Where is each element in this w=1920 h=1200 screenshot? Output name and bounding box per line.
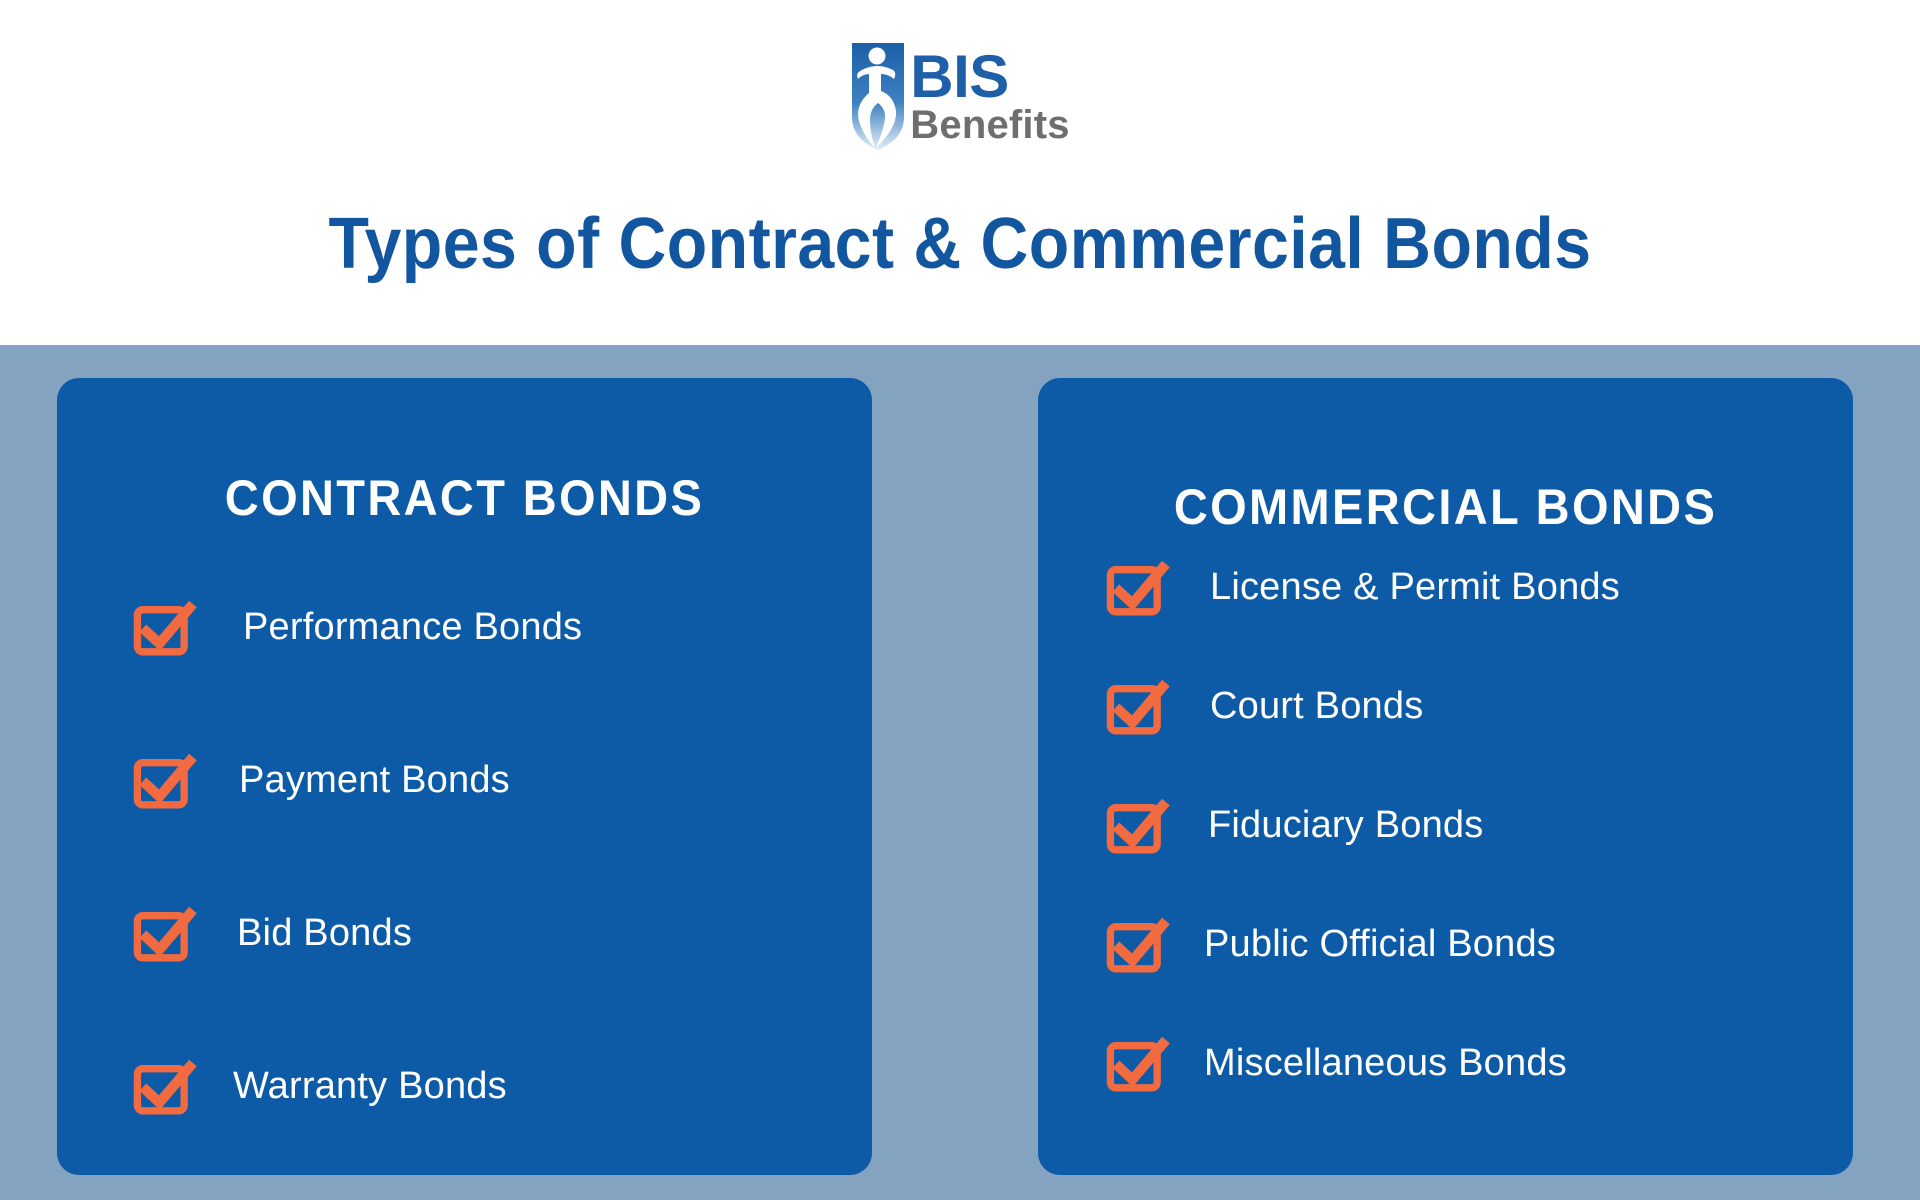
list-item-label: Bid Bonds [237,912,413,954]
checked-checkbox-icon [1106,798,1170,853]
list-item-label: Performance Bonds [243,606,583,648]
card-title-commercial-bonds: COMMERCIAL BONDS [1173,478,1718,535]
card-commercial-bonds: COMMERCIAL BONDS License & Permit Bonds [1038,378,1853,1175]
page-title: Types of Contract & Commercial Bonds [328,204,1592,285]
checked-checkbox-icon [1106,679,1170,734]
checked-checkbox-icon [133,1059,197,1114]
list-item[interactable]: License & Permit Bonds [1038,528,1853,647]
cards-container: CONTRACT BONDS Performance Bonds [0,345,1920,1200]
list-item[interactable]: Warranty Bonds [57,1010,872,1163]
brand-logo: BIS Benefits [0,42,1920,152]
list-item[interactable]: Performance Bonds [57,551,872,704]
checked-checkbox-icon [133,600,197,655]
list-item-label: Miscellaneous Bonds [1204,1042,1567,1084]
list-commercial-bonds: License & Permit Bonds Court Bonds [1038,528,1853,1123]
list-item[interactable]: Fiduciary Bonds [1038,766,1853,885]
list-item-label: Court Bonds [1210,685,1424,727]
card-contract-bonds: CONTRACT BONDS Performance Bonds [57,378,872,1175]
checked-checkbox-icon [133,753,197,808]
list-item[interactable]: Bid Bonds [57,857,872,1010]
list-contract-bonds: Performance Bonds Payment Bonds [57,551,872,1163]
logo-primary-text: BIS [910,43,1009,110]
list-item-label: License & Permit Bonds [1210,566,1620,608]
list-item-label: Fiduciary Bonds [1208,804,1484,846]
checked-checkbox-icon [1106,917,1170,972]
bis-shield-figure-logo-icon [852,43,905,150]
list-item[interactable]: Court Bonds [1038,647,1853,766]
body-background: CONTRACT BONDS Performance Bonds [0,345,1920,1200]
list-item[interactable]: Payment Bonds [57,704,872,857]
list-item-label: Payment Bonds [239,759,510,801]
list-item[interactable]: Miscellaneous Bonds [1038,1004,1853,1123]
checked-checkbox-icon [1106,1036,1170,1091]
checked-checkbox-icon [1106,560,1170,615]
list-item-label: Warranty Bonds [233,1065,507,1107]
list-item-label: Public Official Bonds [1204,923,1557,965]
list-item[interactable]: Public Official Bonds [1038,885,1853,1004]
header-band: BIS Benefits Types of Contract & Commerc… [0,0,1920,345]
logo-secondary-text: Benefits [910,103,1070,148]
card-title-contract-bonds: CONTRACT BONDS [224,469,705,526]
checked-checkbox-icon [133,906,197,961]
